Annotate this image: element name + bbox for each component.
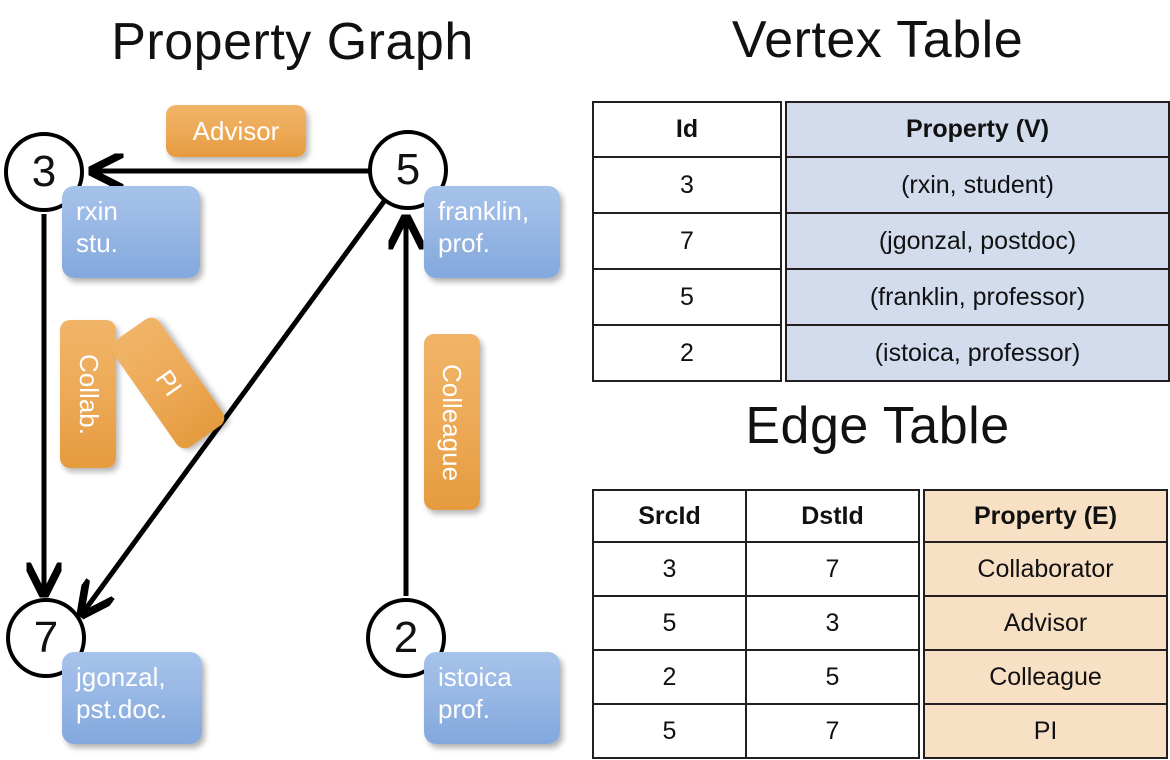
edge-arrow-5-to-7 — [82, 198, 388, 614]
vertex-table-header-property: Property (V) — [785, 101, 1170, 158]
table-cell: 5 — [592, 270, 782, 326]
edge-table: SrcId 3 5 2 5 DstId 7 3 5 7 Property (E)… — [592, 489, 1168, 759]
vertex-property-box-7: jgonzal, pst.doc. — [62, 652, 202, 744]
edge-label-advisor: Advisor — [166, 105, 306, 157]
edge-table-header-dstid: DstId — [745, 489, 920, 543]
edge-label-colleague-text: Colleague — [437, 363, 468, 481]
vertex-property-line-2: prof. — [438, 693, 491, 724]
vertex-property-box-5: franklin, prof. — [424, 186, 560, 278]
table-cell: 3 — [592, 543, 747, 597]
edge-label-pi-text: PI — [149, 364, 188, 402]
table-cell: Colleague — [923, 651, 1168, 705]
vertex-property-line-2: prof. — [438, 227, 491, 258]
edge-table-header-property: Property (E) — [923, 489, 1168, 543]
table-cell: (jgonzal, postdoc) — [785, 214, 1170, 270]
edge-label-colleague: Colleague — [424, 334, 480, 510]
table-cell: Collaborator — [923, 543, 1168, 597]
property-graph-diagram: 3 5 7 2 rxin stu. franklin, prof. jgonza… — [0, 0, 585, 760]
vertex-property-line-1: istoica — [438, 662, 512, 692]
table-cell: 5 — [745, 651, 920, 705]
table-cell: Advisor — [923, 597, 1168, 651]
vertex-property-box-2: istoica prof. — [424, 652, 560, 744]
page-title-vertex-table: Vertex Table — [731, 11, 1024, 69]
vertex-property-line-1: jgonzal, — [76, 662, 166, 692]
vertex-table-column-id: Id 3 7 5 2 — [592, 101, 782, 382]
graph-edge-arrows — [0, 0, 585, 760]
edge-label-collab-text: Collab. — [73, 353, 104, 435]
edge-table-column-srcid: SrcId 3 5 2 5 — [592, 489, 747, 759]
page-title-edge-table: Edge Table — [745, 397, 1010, 455]
table-cell: (franklin, professor) — [785, 270, 1170, 326]
vertex-property-line-2: pst.doc. — [76, 693, 168, 724]
table-cell: 5 — [592, 597, 747, 651]
vertex-property-box-3: rxin stu. — [62, 186, 200, 278]
vertex-property-line-1: rxin — [76, 196, 118, 226]
vertex-table-column-property: Property (V) (rxin, student) (jgonzal, p… — [785, 101, 1170, 382]
page-title-property-graph: Property Graph — [111, 13, 474, 71]
vertex-property-line-2: stu. — [76, 227, 118, 258]
table-cell: 7 — [745, 543, 920, 597]
graph-vertex-2[interactable]: 2 — [366, 598, 446, 678]
table-cell: 7 — [592, 214, 782, 270]
table-cell: (istoica, professor) — [785, 326, 1170, 382]
vertex-table: Id 3 7 5 2 Property (V) (rxin, student) … — [592, 101, 1170, 382]
table-cell: 5 — [592, 705, 747, 759]
edge-label-advisor-text: Advisor — [192, 115, 280, 146]
table-cell: (rxin, student) — [785, 158, 1170, 214]
vertex-property-line-1: franklin, — [438, 196, 530, 226]
table-cell: PI — [923, 705, 1168, 759]
edge-table-header-srcid: SrcId — [592, 489, 747, 543]
edge-table-column-property: Property (E) Collaborator Advisor Collea… — [923, 489, 1168, 759]
table-cell: 2 — [592, 651, 747, 705]
edge-table-column-dstid: DstId 7 3 5 7 — [745, 489, 920, 759]
edge-label-collab: Collab. — [60, 320, 116, 468]
table-cell: 2 — [592, 326, 782, 382]
graph-vertex-5[interactable]: 5 — [368, 130, 448, 210]
table-cell: 3 — [745, 597, 920, 651]
vertex-table-header-id: Id — [592, 101, 782, 158]
table-cell: 7 — [745, 705, 920, 759]
table-cell: 3 — [592, 158, 782, 214]
